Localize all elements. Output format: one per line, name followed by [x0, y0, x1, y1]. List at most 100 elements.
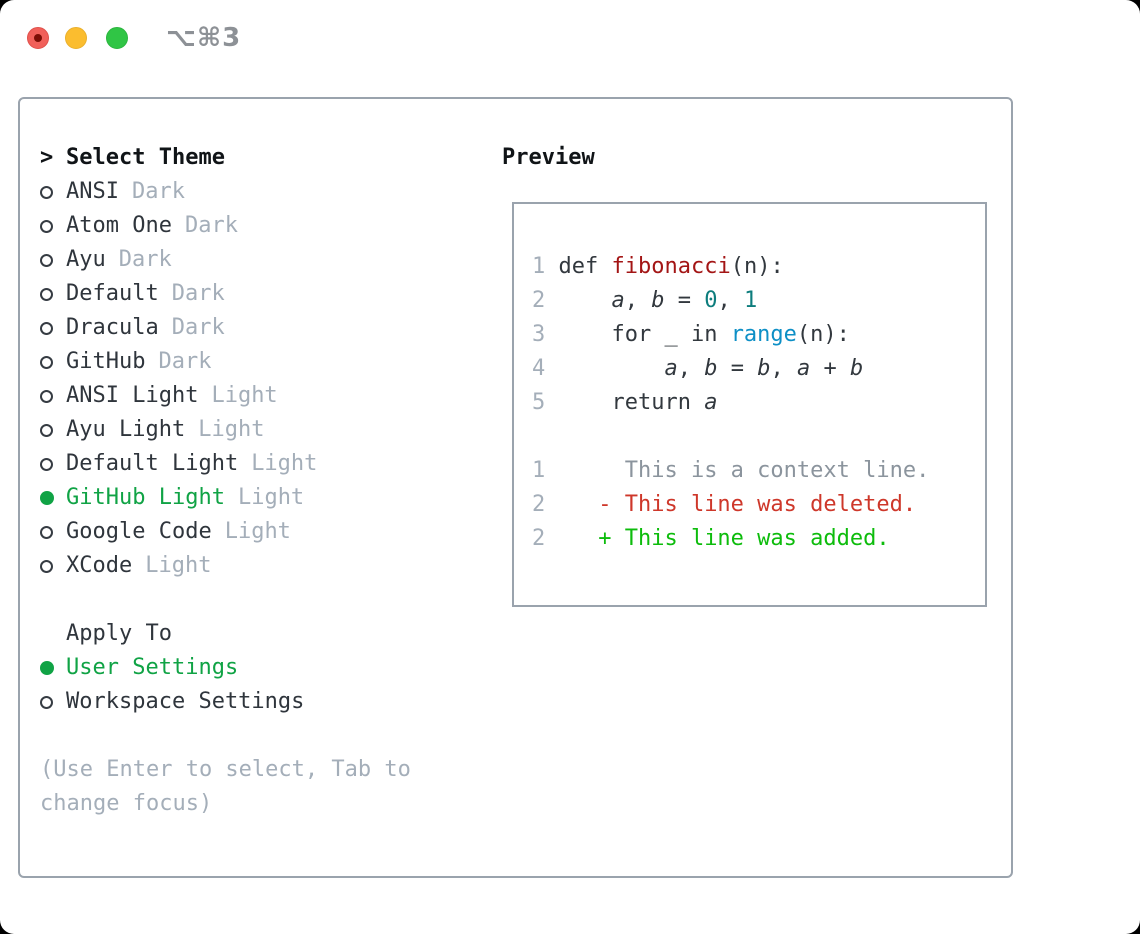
theme-variant-tag: Light — [211, 383, 278, 408]
token-variable: b — [704, 356, 718, 381]
preview-title: Preview — [502, 145, 595, 170]
token-variable: b — [757, 356, 771, 381]
spacer-row — [40, 719, 411, 753]
apply-option-workspace-settings[interactable]: Workspace Settings — [40, 685, 411, 719]
theme-variant-tag: Dark — [171, 281, 225, 306]
token-context: This is a context line. — [545, 458, 930, 483]
option-label: GitHub Light — [66, 485, 225, 510]
theme-variant-tag: Light — [251, 451, 318, 476]
code-line: 4 a, b = b, a + b — [532, 352, 975, 386]
radio-icon — [40, 321, 66, 335]
theme-variant-tag: Light — [224, 519, 291, 544]
token-variable: a — [611, 288, 625, 313]
line-number: 1 — [532, 458, 546, 483]
radio-icon — [40, 219, 66, 233]
token-code: for _ in — [545, 322, 731, 347]
token-variable: b — [849, 356, 864, 381]
line-number: 3 — [532, 322, 546, 347]
radio-icon — [40, 457, 66, 471]
option-label: Google Code — [66, 519, 212, 544]
radio-icon — [40, 355, 66, 369]
line-number: 2 — [532, 526, 546, 551]
token-variable: a — [796, 356, 811, 381]
option-label: Dracula — [66, 315, 159, 340]
token-deleted: - This line was deleted. — [545, 492, 917, 517]
line-number: 5 — [532, 390, 546, 415]
token-code: + — [810, 356, 850, 381]
theme-option-default-light[interactable]: Default Light Light — [40, 447, 411, 481]
token-number: 0 — [704, 288, 718, 313]
hint-text-line2: change focus) — [40, 791, 213, 816]
option-label: Default Light — [66, 451, 239, 476]
token-code: , — [677, 356, 705, 381]
token-code: , — [624, 288, 652, 313]
code-line: 1 def fibonacci(n): — [532, 250, 975, 284]
theme-option-default[interactable]: Default Dark — [40, 277, 411, 311]
line-number: 2 — [532, 288, 546, 313]
token-code: = — [717, 356, 758, 381]
theme-variant-tag: Dark — [131, 179, 185, 204]
hint-text-line1: (Use Enter to select, Tab to — [40, 757, 411, 782]
radio-icon — [40, 389, 66, 403]
theme-variant-tag: Dark — [184, 213, 238, 238]
keyboard-shortcut-label: ⌥⌘3 — [166, 23, 242, 53]
theme-option-ansi-light[interactable]: ANSI Light Light — [40, 379, 411, 413]
radio-icon — [40, 559, 66, 573]
radio-icon — [40, 695, 66, 709]
token-code: (n): — [796, 322, 850, 347]
apply-option-user-settings[interactable]: User Settings — [40, 651, 411, 685]
theme-option-ayu-light[interactable]: Ayu Light Light — [40, 413, 411, 447]
token-code: , — [770, 356, 797, 381]
line-number: 4 — [532, 356, 546, 381]
token-code — [545, 356, 664, 381]
code-line: 2 + This line was added. — [532, 522, 975, 556]
token-function: fibonacci — [611, 254, 731, 279]
radio-icon — [40, 253, 66, 267]
option-label: ANSI — [66, 179, 119, 204]
token-variable: b — [651, 288, 665, 313]
select-theme-title: Select Theme — [66, 145, 225, 170]
minimize-button[interactable] — [65, 27, 87, 49]
option-label: ANSI Light — [66, 383, 199, 408]
theme-option-xcode[interactable]: XCode Light — [40, 549, 411, 583]
line-number: 2 — [532, 492, 546, 517]
line-number: 1 — [532, 254, 546, 279]
radio-icon — [40, 287, 66, 301]
theme-variant-tag: Dark — [118, 247, 172, 272]
zoom-button[interactable] — [106, 27, 128, 49]
token-added: + This line was added. — [545, 526, 890, 551]
option-label: Workspace Settings — [66, 689, 305, 714]
theme-variant-tag: Light — [145, 553, 212, 578]
radio-selected-icon — [40, 491, 66, 505]
option-label: Default — [66, 281, 159, 306]
token-variable: a — [664, 356, 678, 381]
theme-option-ansi[interactable]: ANSI Dark — [40, 175, 411, 209]
theme-variant-tag: Light — [198, 417, 265, 442]
token-number: 1 — [743, 288, 758, 313]
theme-option-atom-one[interactable]: Atom One Dark — [40, 209, 411, 243]
close-button[interactable] — [27, 27, 49, 49]
theme-option-google-code[interactable]: Google Code Light — [40, 515, 411, 549]
option-label: GitHub — [66, 349, 146, 374]
option-label: Atom One — [66, 213, 172, 238]
token-code: def — [545, 254, 612, 279]
spacer-row — [40, 583, 411, 617]
radio-icon — [40, 423, 66, 437]
apply-to-title: Apply To — [66, 621, 172, 646]
option-label: Ayu Light — [66, 417, 186, 442]
prompt-caret-icon: > — [40, 145, 54, 170]
code-line: 2 a, b = 0, 1 — [532, 284, 975, 318]
radio-icon — [40, 525, 66, 539]
token-code: (n): — [730, 254, 784, 279]
option-label: User Settings — [66, 655, 239, 680]
token-variable: a — [704, 390, 718, 415]
option-label: XCode — [66, 553, 133, 578]
